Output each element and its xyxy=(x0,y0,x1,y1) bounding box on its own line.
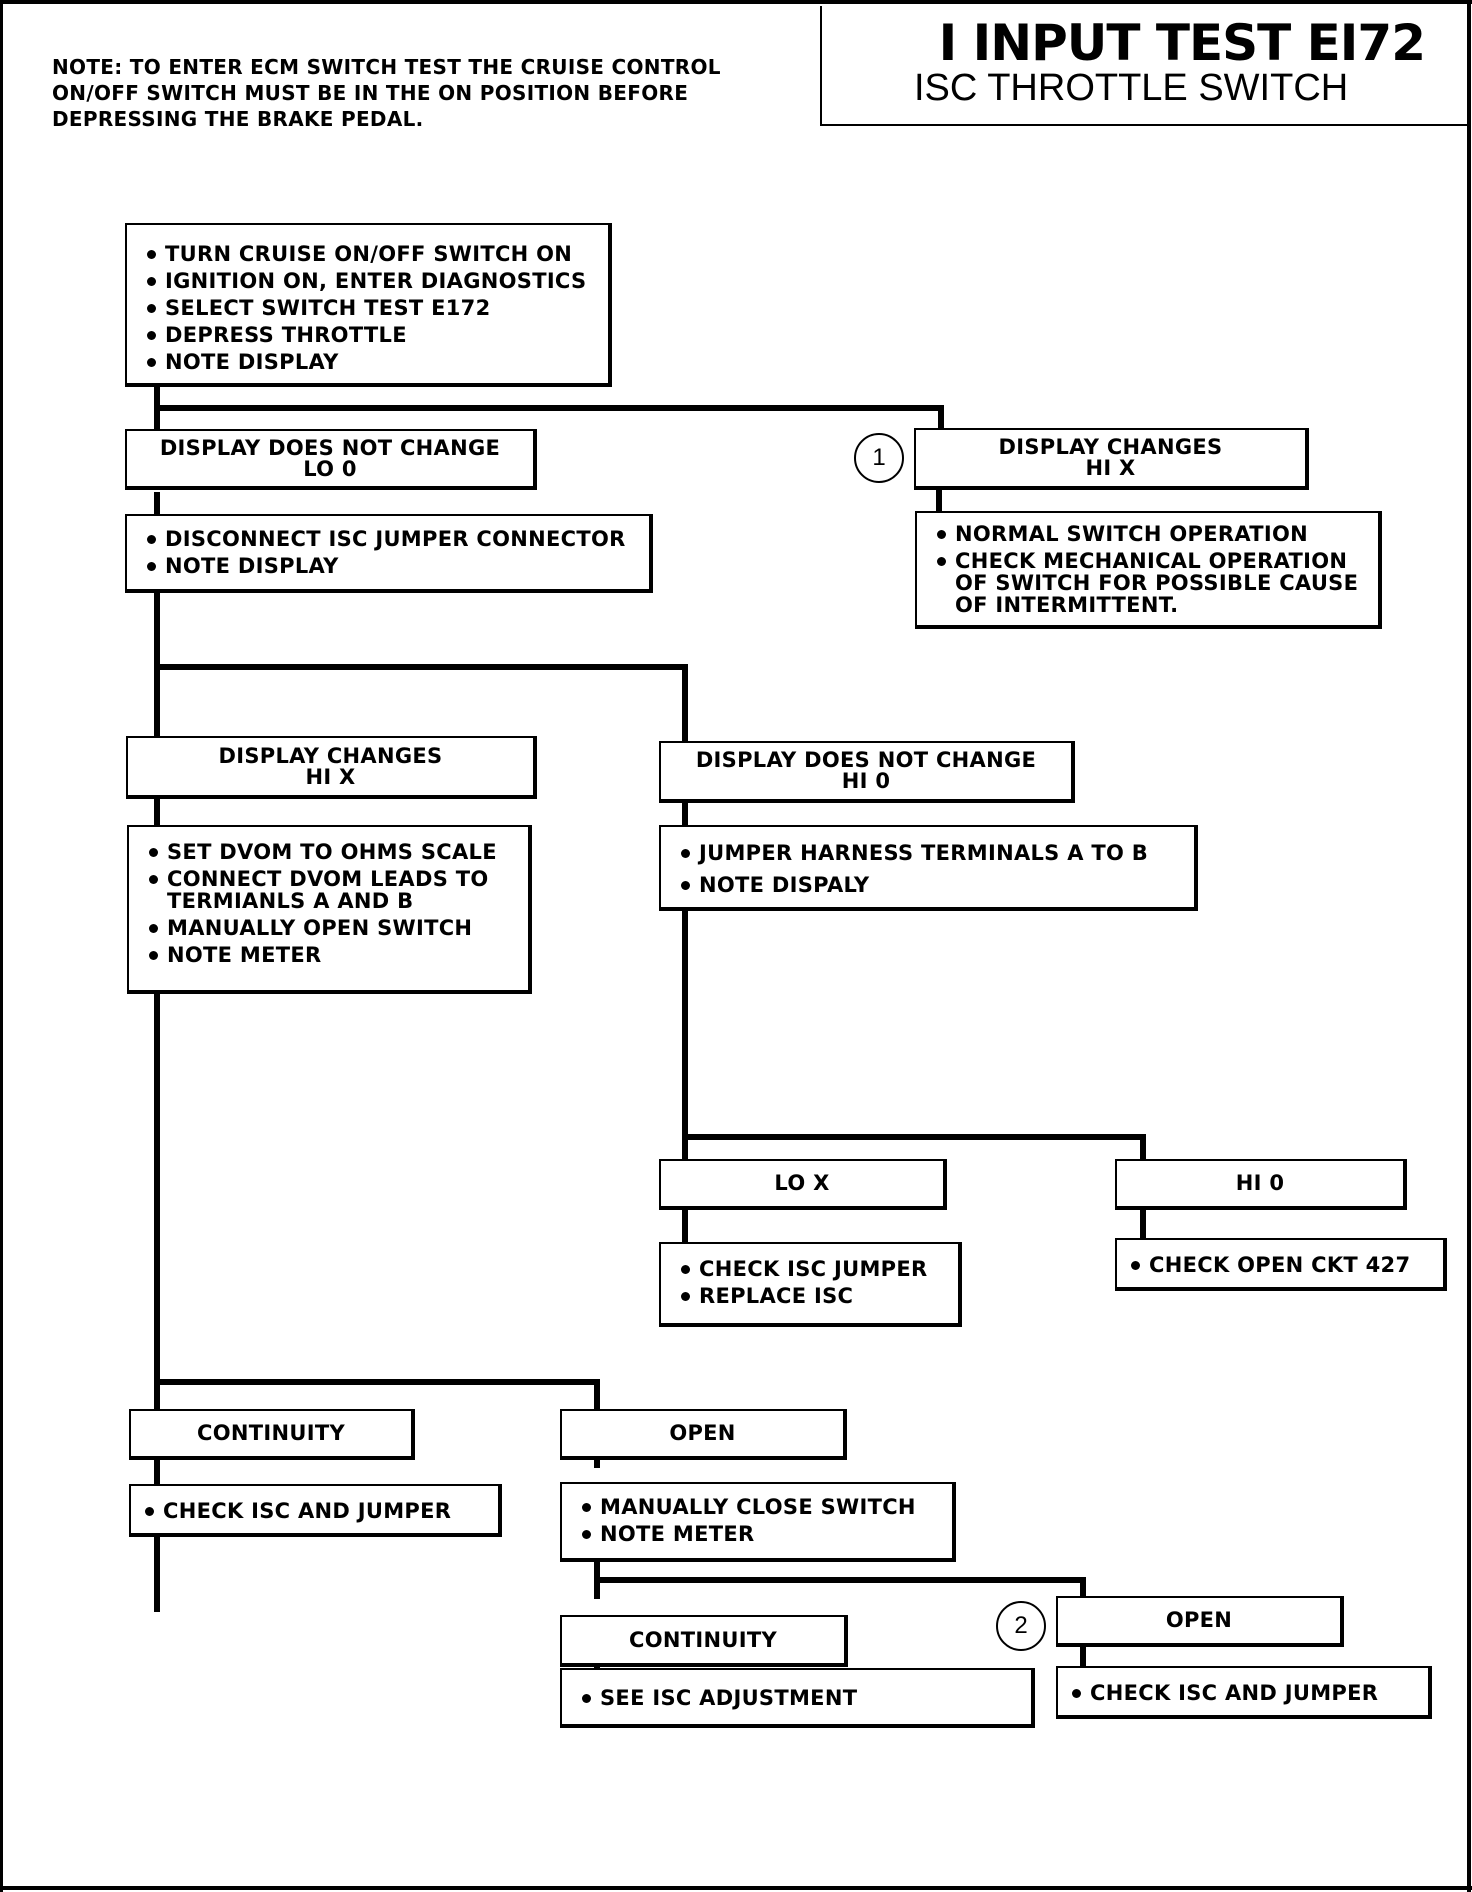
step-item: SELECT SWITCH TEST E172 xyxy=(137,297,598,319)
steps-box-check-isc-and-jumper: CHECK ISC AND JUMPER xyxy=(129,1484,502,1537)
connector xyxy=(594,1543,600,1599)
connector xyxy=(154,664,688,670)
step-item: NOTE METER xyxy=(572,1523,942,1545)
reference-marker-1: 1 xyxy=(854,433,904,483)
connector xyxy=(936,490,942,514)
step-item: IGNITION ON, ENTER DIAGNOSTICS xyxy=(137,270,598,292)
result-box-display-changes-hix: DISPLAY CHANGES HI X xyxy=(914,428,1309,490)
steps-box-check-isc-and-jumper-2: CHECK ISC AND JUMPER xyxy=(1056,1666,1432,1719)
result-line: DISPLAY DOES NOT CHANGE xyxy=(695,748,1037,772)
step-item: NOTE METER xyxy=(139,944,518,966)
connector xyxy=(682,664,688,744)
connector xyxy=(154,592,160,1612)
connector xyxy=(1080,1577,1086,1597)
connector xyxy=(1140,1206,1146,1240)
connector xyxy=(594,1379,600,1412)
result-box-hi-0: HI 0 xyxy=(1115,1159,1407,1210)
frame-top xyxy=(0,0,1472,4)
step-item: MANUALLY CLOSE SWITCH xyxy=(572,1496,942,1518)
page-title: I INPUT TEST EI72 xyxy=(938,14,1426,72)
steps-box-normal-operation: NORMAL SWITCH OPERATION CHECK MECHANICAL… xyxy=(915,511,1382,629)
result-line: HI X xyxy=(1085,456,1136,480)
steps-box-check-isc-jumper: CHECK ISC JUMPER REPLACE ISC xyxy=(659,1242,962,1327)
note-text: NOTE: TO ENTER ECM SWITCH TEST THE CRUIS… xyxy=(52,55,721,131)
connector xyxy=(682,1208,688,1246)
step-item: CHECK OPEN CKT 427 xyxy=(1121,1254,1433,1276)
result-box-display-changes-hix-2: DISPLAY CHANGES HI X xyxy=(126,736,537,799)
step-item: CHECK ISC AND JUMPER xyxy=(135,1500,488,1522)
step-item: SEE ISC ADJUSTMENT xyxy=(572,1687,1021,1709)
step-item: CHECK MECHANICAL OPERATION OF SWITCH FOR… xyxy=(927,550,1368,616)
connector xyxy=(938,405,944,430)
step-item: NOTE DISPLAY xyxy=(137,351,598,373)
result-box-continuity: CONTINUITY xyxy=(129,1409,415,1460)
connector xyxy=(154,801,160,829)
result-line: DISPLAY CHANGES xyxy=(218,743,443,768)
connector xyxy=(154,492,160,517)
step-item: CHECK ISC JUMPER xyxy=(671,1258,948,1280)
result-line: HI 0 xyxy=(841,769,891,793)
step-item: SET DVOM TO OHMS SCALE xyxy=(139,841,518,863)
steps-box-see-isc-adjustment: SEE ISC ADJUSTMENT xyxy=(560,1668,1035,1728)
step-item: CHECK ISC AND JUMPER xyxy=(1062,1682,1418,1704)
result-line: CONTINUITY xyxy=(629,1627,777,1652)
result-line: HI X xyxy=(305,764,356,789)
step-item: CONNECT DVOM LEADS TO TERMIANLS A AND B xyxy=(139,868,518,912)
connector xyxy=(682,1134,1146,1140)
steps-box-manually-close-switch: MANUALLY CLOSE SWITCH NOTE METER xyxy=(560,1482,956,1562)
steps-box-set-dvom: SET DVOM TO OHMS SCALE CONNECT DVOM LEAD… xyxy=(127,825,532,994)
steps-box-check-open-ckt: CHECK OPEN CKT 427 xyxy=(1115,1238,1447,1291)
result-line: LO X xyxy=(774,1171,830,1195)
result-box-open-2: OPEN xyxy=(1056,1596,1344,1647)
connector xyxy=(154,1379,600,1385)
step-item: REPLACE ISC xyxy=(671,1285,948,1307)
steps-box-disconnect-jumper: DISCONNECT ISC JUMPER CONNECTOR NOTE DIS… xyxy=(125,514,653,593)
frame-left xyxy=(0,0,3,1892)
step-item: TURN CRUISE ON/OFF SWITCH ON xyxy=(137,243,598,265)
frame-right xyxy=(1467,0,1471,1892)
connector xyxy=(682,909,688,1167)
result-box-lo-x: LO X xyxy=(659,1159,947,1210)
title-block: I INPUT TEST EI72 ISC THROTTLE SWITCH xyxy=(820,6,1467,126)
result-box-continuity-2: CONTINUITY xyxy=(560,1615,848,1667)
steps-box-jumper-harness: JUMPER HARNESS TERMINALS A TO B NOTE DIS… xyxy=(659,825,1198,911)
step-item: NORMAL SWITCH OPERATION xyxy=(927,523,1368,545)
result-box-open: OPEN xyxy=(560,1409,847,1460)
result-box-display-does-not-change-hi0: DISPLAY DOES NOT CHANGE HI 0 xyxy=(659,741,1075,803)
step-item: DISCONNECT ISC JUMPER CONNECTOR xyxy=(137,528,639,550)
connector xyxy=(1140,1134,1146,1162)
step-item: DEPRESS THROTTLE xyxy=(137,324,598,346)
result-box-display-does-not-change-lo0: DISPLAY DOES NOT CHANGE LO 0 xyxy=(125,429,537,490)
result-line: CONTINUITY xyxy=(197,1421,345,1445)
connector xyxy=(154,405,944,411)
result-line: DISPLAY CHANGES xyxy=(998,435,1223,459)
start-steps-box: TURN CRUISE ON/OFF SWITCH ON IGNITION ON… xyxy=(125,223,612,387)
step-item: MANUALLY OPEN SWITCH xyxy=(139,917,518,939)
result-line: DISPLAY DOES NOT CHANGE xyxy=(159,435,501,460)
reference-marker-2: 2 xyxy=(996,1601,1046,1651)
result-line: OPEN xyxy=(669,1421,736,1445)
result-line: OPEN xyxy=(1165,1608,1233,1632)
step-item: JUMPER HARNESS TERMINALS A TO B xyxy=(671,842,1184,864)
connector xyxy=(1080,1643,1086,1668)
result-line: HI 0 xyxy=(1235,1171,1285,1195)
page-subtitle: ISC THROTTLE SWITCH xyxy=(914,67,1349,109)
connector xyxy=(682,801,688,829)
step-item: NOTE DISPALY xyxy=(671,874,1184,896)
frame-bottom xyxy=(0,1886,1472,1890)
step-item: NOTE DISPLAY xyxy=(137,555,639,577)
result-line: LO 0 xyxy=(303,456,357,481)
connector xyxy=(594,1577,1086,1583)
